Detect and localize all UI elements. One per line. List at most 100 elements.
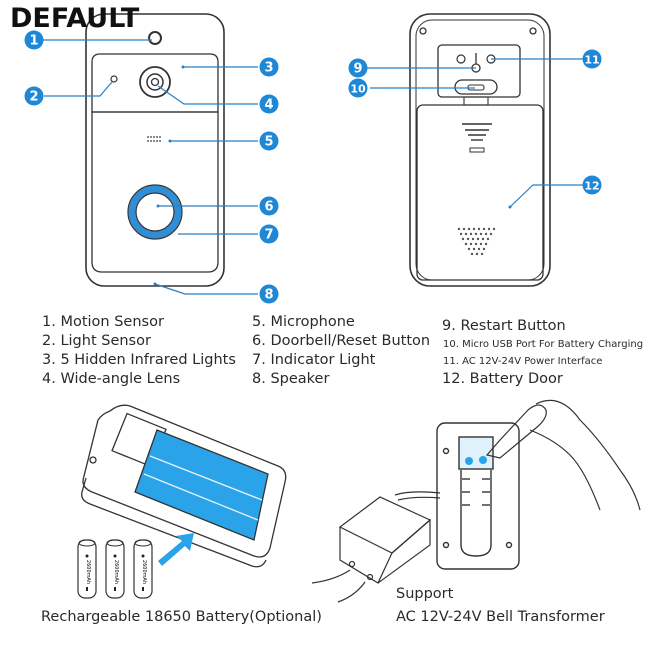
battery-door-grip (462, 123, 492, 153)
screw (419, 27, 427, 35)
transformer-illustration (311, 491, 441, 603)
lens-inner (150, 77, 160, 87)
callout-badge-8: 8 (259, 284, 279, 304)
restart-button (471, 53, 481, 73)
battery-compartment (134, 429, 269, 541)
legend-item: 5. Microphone (252, 314, 355, 330)
front-bottom-panel (91, 111, 219, 273)
legend-item: 8. Speaker (252, 371, 330, 387)
hand-with-screwdriver (485, 399, 641, 511)
back-leader-lines (362, 58, 590, 208)
lens-outer (139, 66, 171, 98)
speaker-holes (457, 227, 496, 256)
transformer-caption: AC 12V-24V Bell Transformer (396, 609, 605, 625)
lens-mid (146, 73, 164, 91)
transformer-leads (311, 569, 366, 603)
callout-badge-9: 9 (348, 58, 368, 78)
transformer-front (377, 518, 431, 584)
callout-number: 5 (264, 135, 273, 150)
front-top-panel (91, 53, 219, 113)
legend-column-2: 5. Microphone 6. Doorbell/Reset Button 7… (252, 313, 430, 389)
doorbell-back-view (409, 13, 551, 287)
callout-number: 4 (264, 98, 273, 113)
wall-plate (436, 422, 520, 570)
front-leader-lines (40, 39, 258, 295)
legend-column-3: 9. Restart Button 10. Micro USB Port For… (442, 317, 643, 389)
transformer-side (339, 527, 393, 584)
terminal-screw-left (465, 457, 473, 465)
legend-item: 12. Battery Door (442, 371, 563, 387)
callout-number: 2 (29, 90, 38, 105)
watermark: DEFAULT (10, 3, 140, 34)
indicator-light-ring (128, 185, 182, 239)
callout-badge-4: 4 (259, 94, 279, 114)
callout-number: 10 (350, 83, 366, 96)
callout-badge-12: 12 (582, 175, 602, 195)
back-body-outline (409, 13, 551, 287)
device-edge (81, 477, 267, 568)
doorbell-button-outer (127, 184, 183, 240)
battery-capacity-label: 2600mAh (113, 560, 119, 584)
callout-number: 3 (264, 61, 273, 76)
battery-door (416, 104, 544, 281)
callout-badge-7: 7 (259, 224, 279, 244)
callout-number: 6 (264, 200, 273, 215)
callout-badge-10: 10 (348, 78, 368, 98)
callout-badge-3: 3 (259, 57, 279, 77)
doorbell-button-inner (135, 192, 175, 232)
callout-number: 8 (264, 288, 273, 303)
back-leader-dots (508, 205, 512, 209)
callout-number: 1 (29, 34, 38, 49)
screw (529, 27, 537, 35)
callout-badge-6: 6 (259, 196, 279, 216)
battery-cell: 2600mAh (105, 539, 125, 599)
transformer-top (338, 496, 432, 554)
wall-plate-illustration (436, 422, 520, 570)
hand-outline-lower (529, 429, 601, 511)
battery-caption: Rechargeable 18650 Battery(Optional) (41, 609, 322, 625)
callout-number: 11 (584, 54, 599, 67)
legend-item: 3. 5 Hidden Infrared Lights (42, 352, 236, 368)
motion-sensor (148, 31, 162, 45)
battery-capacity-label: 2600mAh (141, 560, 147, 584)
doorbell-front-view (85, 13, 225, 287)
screwdriver (485, 404, 547, 459)
legend-column-1: 1. Motion Sensor 2. Light Sensor 3. 5 Hi… (42, 313, 236, 389)
usb-port-surround (454, 79, 498, 95)
legend-item: 10. Micro USB Port For Battery Charging (443, 339, 644, 350)
battery-cells: 2600mAh 2600mAh 2600mAh (77, 539, 153, 599)
callout-badge-5: 5 (259, 131, 279, 151)
terminal-area (458, 436, 494, 470)
hinge (463, 96, 489, 106)
legend-item: 1. Motion Sensor (42, 314, 164, 330)
battery-cell: 2600mAh (133, 539, 153, 599)
transformer-wires (394, 491, 441, 501)
insert-arrow (158, 533, 194, 566)
wall-plate-slot (460, 470, 492, 557)
callout-badge-1: 1 (24, 30, 44, 50)
legend-item: 4. Wide-angle Lens (42, 371, 181, 387)
battery-install-illustration (81, 404, 287, 568)
device-back-open (82, 404, 287, 558)
light-sensor (110, 75, 118, 83)
front-body-outline (85, 13, 225, 287)
microphone-holes (147, 136, 161, 142)
callout-number: 12 (584, 180, 599, 193)
legend-item: 7. Indicator Light (252, 352, 376, 368)
power-terminal-left (456, 54, 466, 64)
legend-item: 2. Light Sensor (42, 333, 151, 349)
hand-outline (535, 399, 641, 511)
legend-item: 11. AC 12V-24V Power Interface (443, 356, 603, 367)
legend-item: 6. Doorbell/Reset Button (252, 333, 431, 349)
legend-item: 9. Restart Button (442, 318, 566, 334)
callout-number: 9 (353, 62, 362, 77)
terminal-screw-right (479, 456, 487, 464)
callout-badge-2: 2 (24, 86, 44, 106)
support-caption: Support (396, 586, 454, 602)
callout-number: 7 (264, 228, 273, 243)
battery-cell: 2600mAh (77, 539, 97, 599)
callout-badge-11: 11 (582, 49, 602, 69)
front-leader-dots (153, 65, 185, 286)
